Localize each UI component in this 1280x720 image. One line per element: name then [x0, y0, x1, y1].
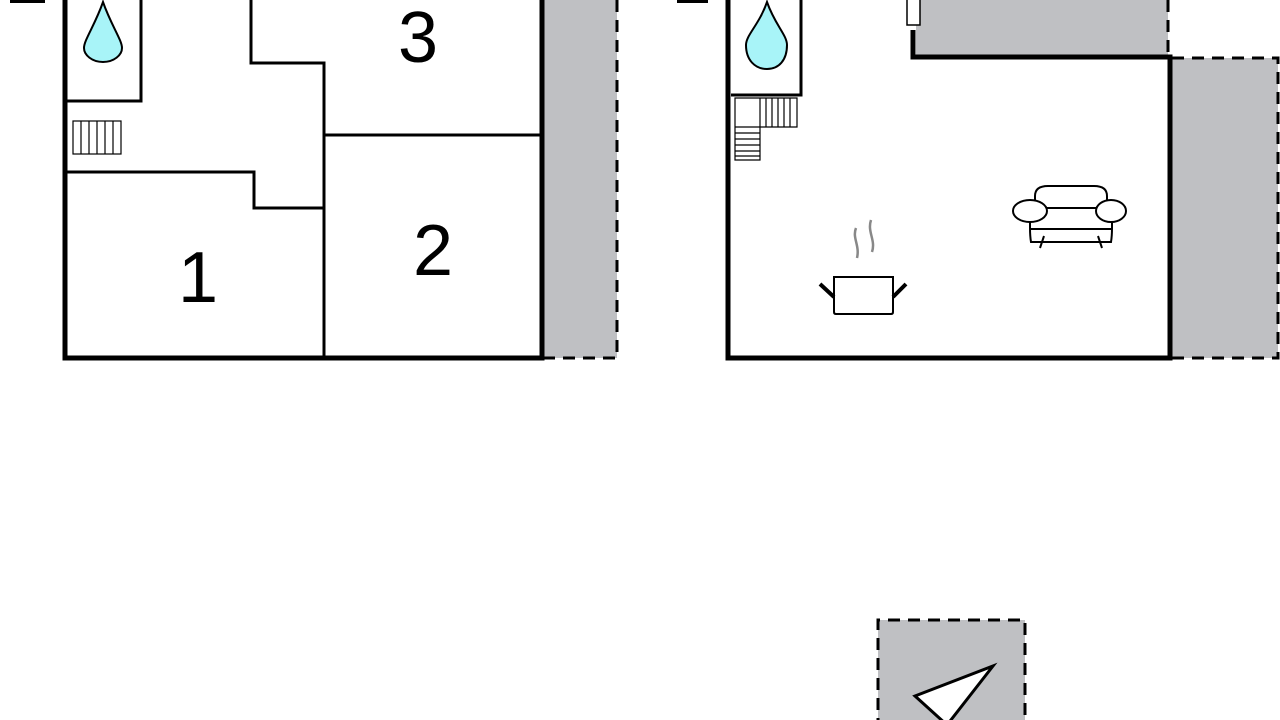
room-1-label: 1 [178, 238, 218, 318]
terrace-area-right [1172, 58, 1278, 358]
outer-wall [62, 0, 545, 361]
sofa-icon [1012, 185, 1127, 249]
water-drop-icon [82, 0, 124, 64]
chimney [906, 0, 921, 26]
terrace-dashed-border [544, 0, 619, 360]
water-drop-icon [744, 0, 789, 71]
bathroom-wall [731, 0, 803, 97]
compass [876, 618, 1027, 720]
stairs-icon [72, 120, 122, 155]
compass-arrow-icon [912, 662, 998, 720]
room-3-label: 3 [398, 0, 438, 78]
cooking-pot-icon [818, 219, 908, 315]
stairs-icon [734, 97, 798, 161]
interior-wall [249, 0, 326, 358]
room-2-label: 2 [413, 211, 453, 291]
room-1-wall [67, 170, 324, 210]
wall-fragment [10, 0, 45, 3]
wall-fragment [677, 0, 708, 3]
terrace-area-top [916, 0, 1168, 56]
right-floor-plan [677, 0, 1280, 361]
left-floor-plan: 3 2 1 [10, 0, 619, 361]
outer-wall [725, 0, 1173, 361]
bathroom-wall [67, 0, 143, 103]
terrace-area [544, 0, 617, 358]
